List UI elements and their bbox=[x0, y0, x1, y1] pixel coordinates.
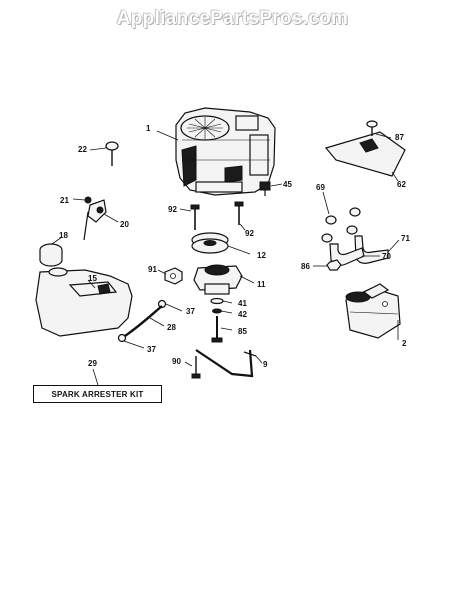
screw-90[interactable] bbox=[191, 356, 201, 379]
fuel-tank[interactable] bbox=[35, 267, 133, 337]
pulley-12[interactable] bbox=[191, 232, 229, 254]
nut-11[interactable] bbox=[193, 264, 243, 295]
bolt-92-left[interactable] bbox=[190, 204, 200, 230]
label-45: 45 bbox=[283, 180, 292, 189]
label-11: 11 bbox=[257, 280, 266, 289]
label-15: 15 bbox=[88, 274, 97, 283]
bolt-9[interactable] bbox=[195, 349, 257, 378]
label-21: 21 bbox=[60, 196, 69, 205]
label-70: 70 bbox=[382, 252, 391, 261]
part-labels: 1 22 21 20 18 15 91 92 92 45 12 11 41 42… bbox=[59, 124, 410, 369]
bolt-92-right[interactable] bbox=[234, 201, 244, 225]
label-41: 41 bbox=[238, 299, 247, 308]
muffler-guard[interactable] bbox=[324, 131, 406, 177]
spark-arrester-kit-label: SPARK ARRESTER KIT bbox=[51, 389, 144, 399]
label-29: 29 bbox=[88, 359, 97, 368]
screw-21[interactable] bbox=[84, 196, 92, 204]
label-12: 12 bbox=[257, 251, 266, 260]
label-69: 69 bbox=[316, 183, 325, 192]
clamp-37-bottom[interactable] bbox=[117, 333, 127, 343]
bolt-87[interactable] bbox=[366, 120, 378, 136]
label-1: 1 bbox=[146, 124, 151, 133]
label-22: 22 bbox=[78, 145, 87, 154]
label-87: 87 bbox=[395, 133, 404, 142]
label-85: 85 bbox=[238, 327, 247, 336]
engine[interactable] bbox=[175, 107, 276, 196]
muffler[interactable] bbox=[345, 283, 401, 339]
label-18: 18 bbox=[59, 231, 68, 240]
washer-41[interactable] bbox=[210, 297, 224, 305]
nut-91[interactable] bbox=[164, 267, 183, 285]
label-28: 28 bbox=[167, 323, 176, 332]
label-90: 90 bbox=[172, 357, 181, 366]
bolt-85[interactable] bbox=[211, 316, 223, 343]
label-37-bottom: 37 bbox=[147, 345, 156, 354]
gasket-69[interactable] bbox=[321, 207, 361, 243]
nut-86[interactable] bbox=[326, 259, 342, 271]
spark-arrester-kit-box: SPARK ARRESTER KIT bbox=[33, 385, 162, 403]
washer-42[interactable] bbox=[212, 308, 222, 314]
label-37-top: 37 bbox=[186, 307, 195, 316]
clamp-20[interactable] bbox=[83, 199, 107, 241]
watermark: AppliancePartsPros.com bbox=[116, 8, 349, 29]
label-86: 86 bbox=[301, 262, 310, 271]
label-42: 42 bbox=[238, 310, 247, 319]
fuel-line[interactable] bbox=[121, 305, 163, 339]
label-62: 62 bbox=[397, 180, 406, 189]
pin-22[interactable] bbox=[105, 141, 119, 166]
label-71: 71 bbox=[401, 234, 410, 243]
label-9: 9 bbox=[263, 360, 268, 369]
label-92-right: 92 bbox=[245, 229, 254, 238]
screw-45[interactable] bbox=[259, 181, 271, 196]
label-91: 91 bbox=[148, 265, 157, 274]
leader-lines bbox=[51, 130, 400, 386]
label-92-left: 92 bbox=[168, 205, 177, 214]
label-20: 20 bbox=[120, 220, 129, 229]
fuel-cap[interactable] bbox=[39, 243, 63, 267]
label-2: 2 bbox=[402, 339, 407, 348]
